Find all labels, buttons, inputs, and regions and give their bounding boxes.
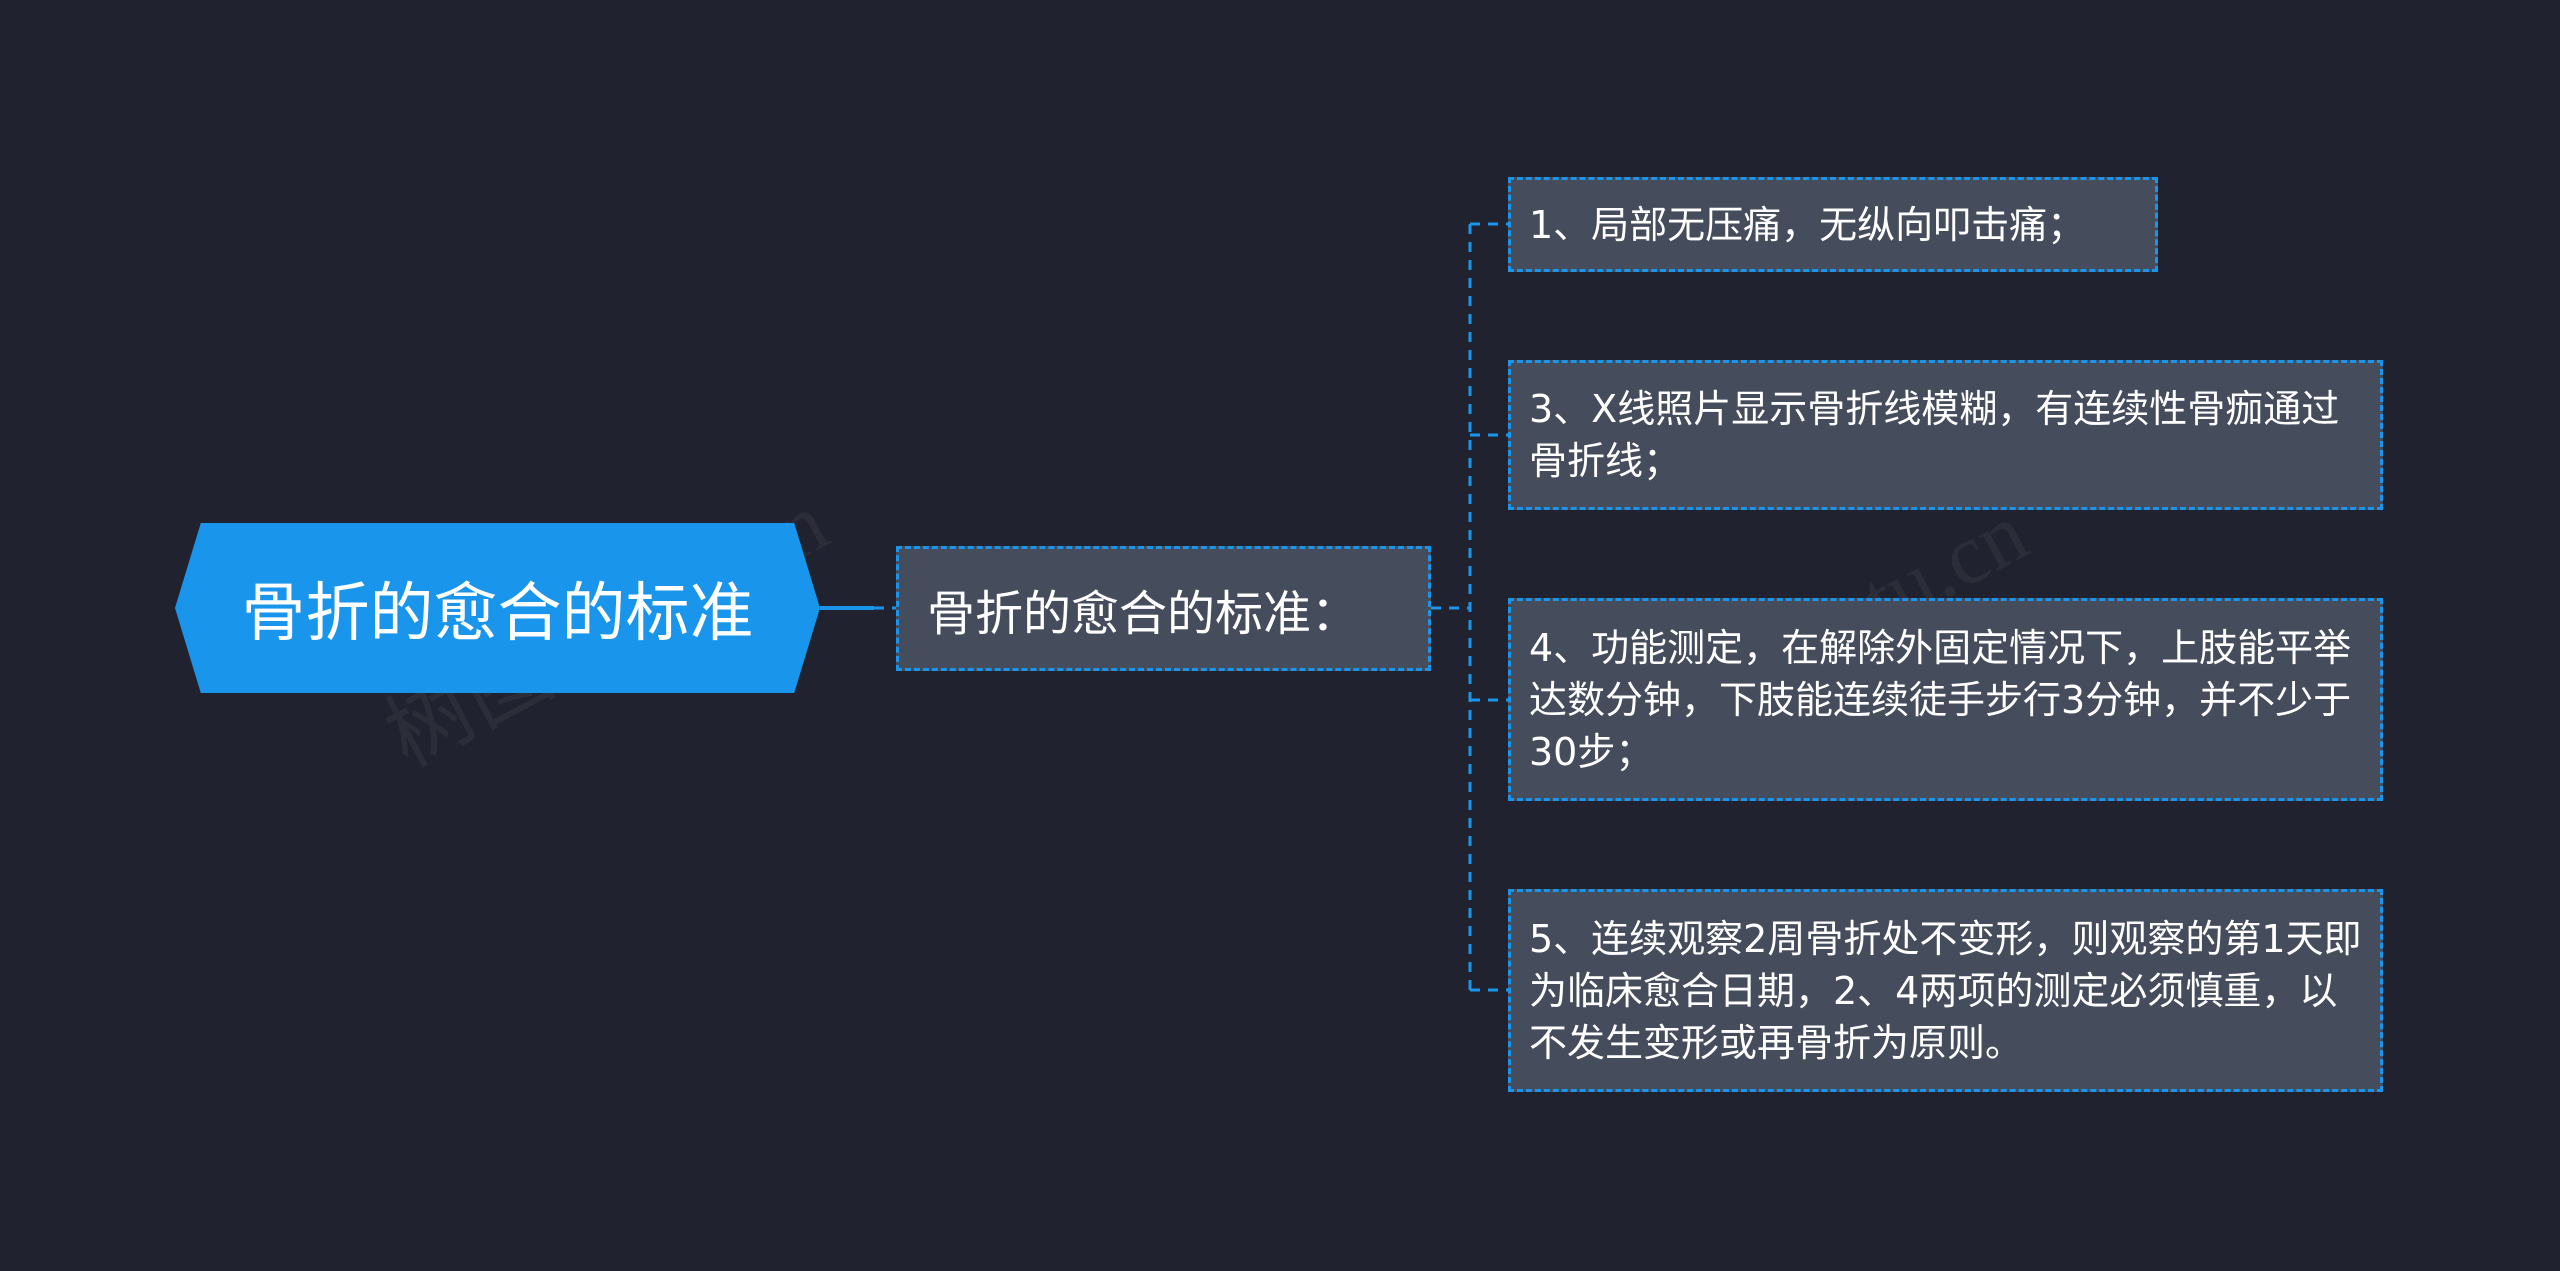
leaf-topic-label: 4、功能测定，在解除外固定情况下，上肢能平举达数分钟，下肢能连续徒手步行3分钟，… <box>1529 625 2352 774</box>
root-topic-label: 骨折的愈合的标准 <box>241 577 754 651</box>
branch-topic[interactable]: 骨折的愈合的标准： <box>896 546 1431 671</box>
leaf-topic-label: 1、局部无压痛，无纵向叩击痛； <box>1529 202 2086 247</box>
leaf-topic-label: 5、连续观察2周骨折处不变形，则观察的第1天即为临床愈合日期，2、4两项的测定必… <box>1529 916 2362 1065</box>
leaf-topic-label: 3、X线照片显示骨折线模糊，有连续性骨痂通过骨折线； <box>1529 387 2340 483</box>
leaf-topic-2[interactable]: 3、X线照片显示骨折线模糊，有连续性骨痂通过骨折线； <box>1508 360 2383 510</box>
branch-topic-label: 骨折的愈合的标准： <box>927 585 1360 642</box>
leaf-topic-3[interactable]: 4、功能测定，在解除外固定情况下，上肢能平举达数分钟，下肢能连续徒手步行3分钟，… <box>1508 598 2383 801</box>
leaf-topic-4[interactable]: 5、连续观察2周骨折处不变形，则观察的第1天即为临床愈合日期，2、4两项的测定必… <box>1508 889 2383 1092</box>
root-topic[interactable]: 骨折的愈合的标准 <box>175 523 820 693</box>
leaf-topic-1[interactable]: 1、局部无压痛，无纵向叩击痛； <box>1508 177 2158 272</box>
